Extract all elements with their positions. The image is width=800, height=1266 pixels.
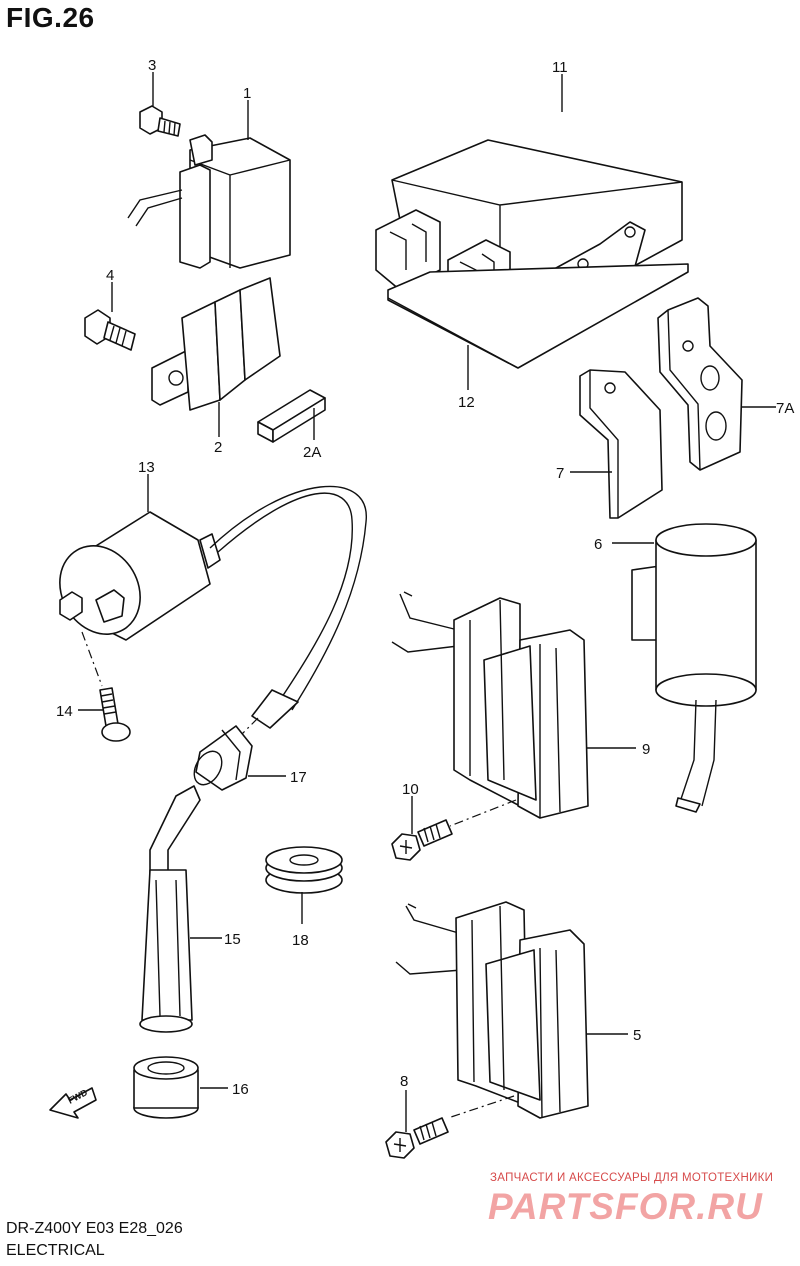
callout-10: 10 bbox=[402, 781, 419, 798]
part-1-relay[interactable] bbox=[127, 134, 291, 269]
part-7-bracket[interactable] bbox=[579, 369, 663, 519]
callout-11: 11 bbox=[552, 59, 568, 76]
watermark-brand: PARTSFOR.RU bbox=[488, 1186, 763, 1227]
part-2a-cushion[interactable] bbox=[257, 389, 326, 443]
callout-4: 4 bbox=[106, 267, 114, 284]
callout-9: 9 bbox=[642, 741, 650, 758]
part-3-bolt[interactable] bbox=[139, 105, 181, 137]
part-12-cdi-cushion[interactable] bbox=[387, 263, 689, 369]
callout-16: 16 bbox=[232, 1081, 249, 1098]
callout-6: 6 bbox=[594, 536, 602, 553]
callout-18: 18 bbox=[292, 932, 309, 949]
watermark-tagline: ЗАПЧАСТИ И АКСЕССУАРЫ ДЛЯ МОТОТЕХНИКИ bbox=[490, 1172, 774, 1184]
callout-15: 15 bbox=[224, 931, 241, 948]
part-13-ignition-coil[interactable] bbox=[44, 511, 221, 649]
callout-12: 12 bbox=[458, 394, 475, 411]
part-7a-bracket[interactable] bbox=[657, 297, 743, 471]
part-9-regulator-rectifier[interactable] bbox=[391, 591, 589, 819]
part-10-bolt[interactable] bbox=[391, 819, 453, 861]
fwd-arrow-icon: FWD bbox=[49, 1087, 97, 1119]
callout-8: 8 bbox=[400, 1073, 408, 1090]
callout-17: 17 bbox=[290, 769, 307, 786]
callout-5: 5 bbox=[633, 1027, 641, 1044]
part-18-grommet[interactable] bbox=[265, 846, 343, 894]
section-name: ELECTRICAL bbox=[6, 1242, 105, 1259]
part-4-bolt[interactable] bbox=[84, 309, 136, 351]
model-code: DR-Z400Y E03 E28_026 bbox=[6, 1220, 183, 1237]
callout-7: 7 bbox=[556, 465, 564, 482]
part-6-condenser[interactable] bbox=[631, 523, 757, 813]
part-16-boot[interactable] bbox=[133, 1056, 199, 1119]
callout-2: 2 bbox=[214, 439, 222, 456]
callout-14: 14 bbox=[56, 703, 73, 720]
callout-3: 3 bbox=[148, 57, 156, 74]
figure-title: FIG.26 bbox=[6, 2, 95, 33]
callout-2a: 2A bbox=[303, 444, 321, 461]
part-14-screw[interactable] bbox=[99, 687, 131, 742]
part-2-bracket[interactable] bbox=[151, 277, 281, 411]
part-8-bolt[interactable] bbox=[385, 1117, 449, 1159]
part-13-high-tension-lead[interactable] bbox=[209, 485, 367, 729]
part-11-cdi-unit[interactable] bbox=[375, 139, 683, 311]
callout-7a: 7A bbox=[776, 400, 794, 417]
callout-13: 13 bbox=[138, 459, 155, 476]
part-5-regulator[interactable] bbox=[395, 901, 589, 1119]
part-17-seal[interactable] bbox=[189, 725, 253, 791]
callout-1: 1 bbox=[243, 85, 251, 102]
part-15-spark-plug-cap[interactable] bbox=[139, 785, 201, 1033]
